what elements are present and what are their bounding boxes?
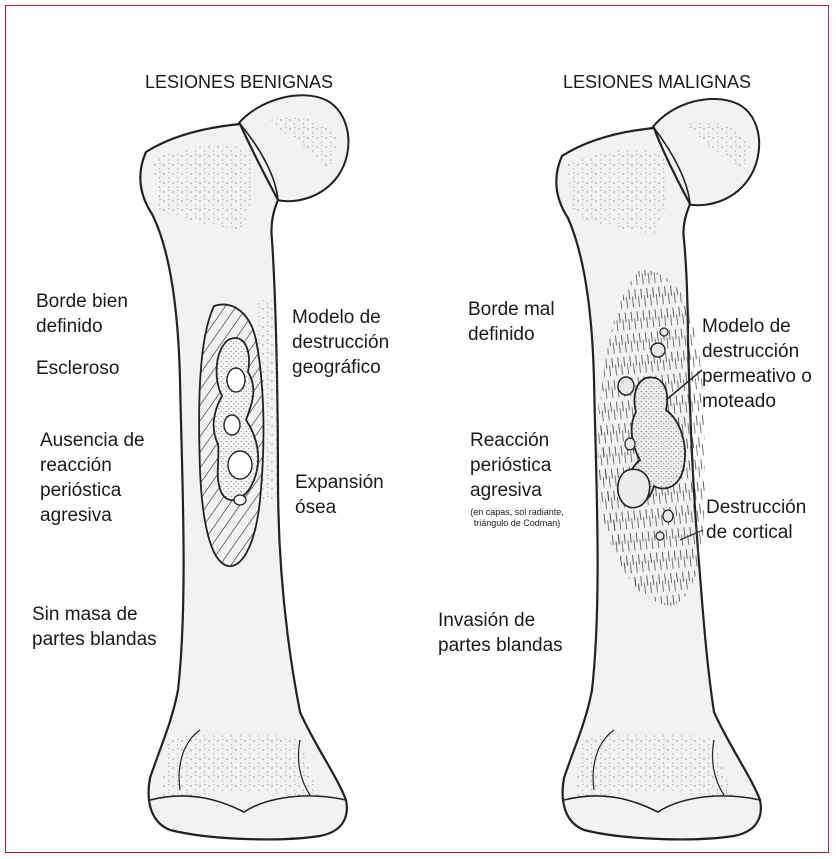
malignant-bone bbox=[556, 99, 761, 839]
benign-expansion-label: Expansión ósea bbox=[295, 470, 384, 520]
malignant-soft-tissue-label: Invasión de partes blandas bbox=[438, 608, 563, 658]
benign-sclerotic-label: Escleroso bbox=[36, 356, 119, 381]
benign-bone bbox=[140, 95, 348, 839]
malignant-title: LESIONES MALIGNAS bbox=[563, 71, 751, 93]
malignant-border-label: Borde mal definido bbox=[468, 297, 555, 347]
benign-border-label: Borde bien definido bbox=[36, 289, 128, 339]
benign-title: LESIONES BENIGNAS bbox=[145, 71, 333, 93]
malignant-cortical-label: Destrucción de cortical bbox=[706, 495, 806, 545]
malignant-periosteal-label: Reacción perióstica agresiva bbox=[470, 428, 551, 503]
malignant-periosteal-note: (en capas, sol radiante, triángulo de Co… bbox=[452, 507, 582, 529]
malignant-destruction-label: Modelo de destrucción permeativo o motea… bbox=[702, 314, 812, 414]
benign-periosteal-label: Ausencia de reacción perióstica agresiva bbox=[40, 428, 145, 528]
benign-destruction-label: Modelo de destrucción geográfico bbox=[292, 305, 389, 380]
benign-soft-tissue-label: Sin masa de partes blandas bbox=[32, 602, 157, 652]
